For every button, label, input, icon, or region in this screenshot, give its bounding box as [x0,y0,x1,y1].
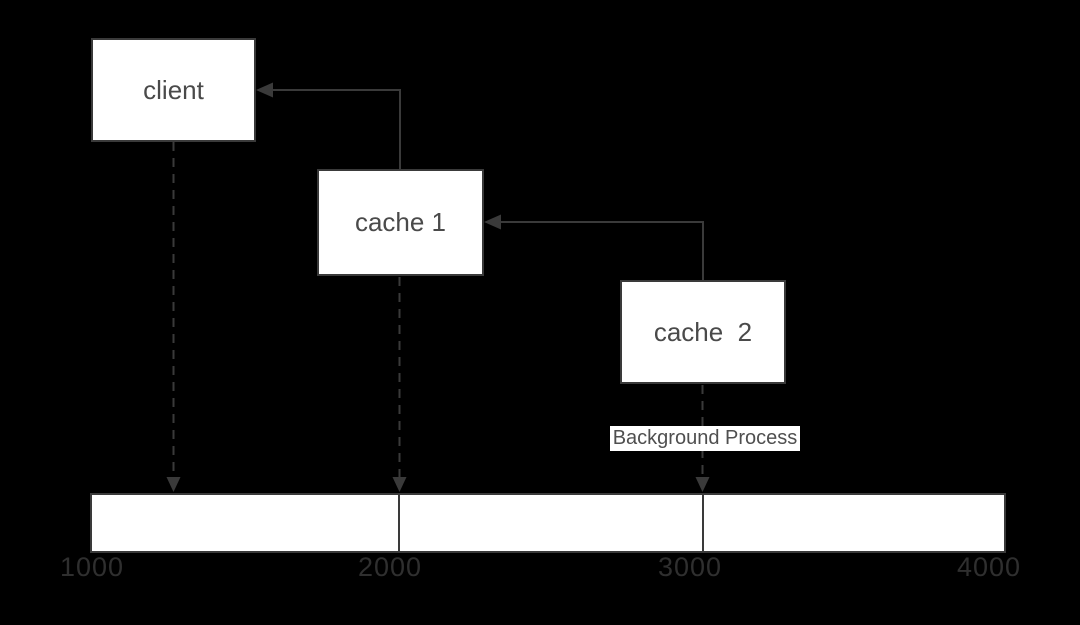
timeline-divider-3000 [702,495,704,551]
arrow-cache2-to-cache1 [484,214,704,280]
arrow-cache1-to-client [256,82,401,169]
drop-cache2-to-timeline [695,385,710,492]
node-cache2: cache 2 [620,280,786,384]
drop-client-to-timeline [166,142,181,492]
arrowhead-down-icon [392,477,407,492]
timeline-divider-2000 [398,495,400,551]
background-process-text: Background Process [612,427,798,449]
timeline-tick-4000: 4000 [956,552,1022,582]
arrow-line-cache2-to-cache1 [500,221,704,280]
timeline-tick-2000: 2000 [357,552,423,582]
timeline-tick-3000: 3000 [657,552,723,582]
timeline-tick-1000: 1000 [59,552,125,582]
node-cache2-label: cache 2 [653,316,753,347]
background-process-label: Background Process [610,426,800,451]
node-client-label: client [143,74,204,105]
arrow-line-cache1-to-client [272,89,401,169]
arrowhead-left-icon [256,82,273,98]
arrowhead-down-icon [166,477,181,492]
timeline-bar [90,493,1006,553]
node-client: client [91,38,256,142]
drop-cache1-to-timeline [392,277,407,492]
node-cache1: cache 1 [317,169,484,276]
node-cache1-label: cache 1 [354,207,447,237]
arrowhead-down-icon [695,477,710,492]
arrowhead-left-icon [484,214,501,230]
